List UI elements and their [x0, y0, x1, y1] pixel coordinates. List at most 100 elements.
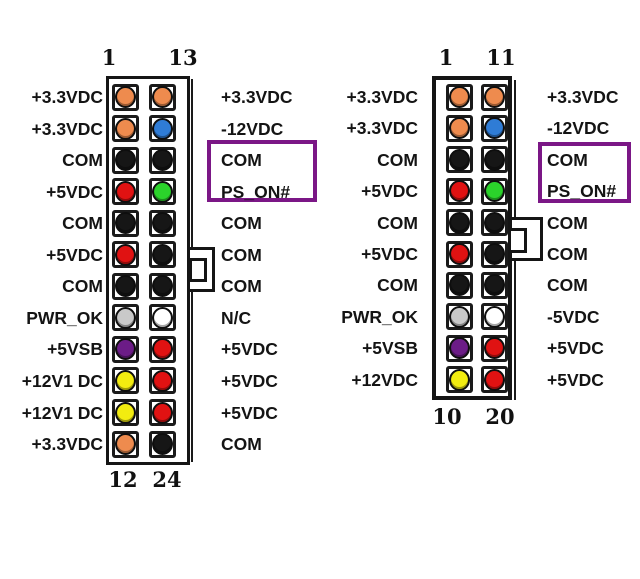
24pin-pin-row1-col1 — [112, 83, 139, 111]
24pin-pin-row11-col1 — [112, 399, 139, 426]
pin-contact-gray — [115, 306, 136, 329]
pin-contact-red — [484, 337, 505, 360]
pin-contact-red — [152, 369, 173, 392]
pin-contact-black — [484, 274, 505, 297]
24pin-row4-right-label: PS_ON# — [221, 181, 291, 202]
20pin-pin-row3-col2 — [481, 146, 508, 174]
pin-contact-black — [484, 211, 505, 234]
pin-number-20pin-bottom-10: 10 — [432, 404, 462, 429]
24pin-pin-row12-col2 — [149, 430, 176, 458]
pin-contact-white — [152, 306, 173, 329]
24pin-pin-row7-col1 — [112, 272, 139, 300]
24pin-pin-row9-col2 — [149, 335, 176, 363]
latch-clip-24pin — [189, 258, 207, 282]
24pin-row11-right-label: +5VDC — [221, 402, 278, 423]
24pin-pin-row8-col1 — [112, 304, 139, 332]
pin-number-24pin-bottom-12: 12 — [108, 467, 138, 492]
20pin-pin-row7-col2 — [481, 271, 508, 299]
pin-contact-black — [115, 275, 136, 298]
24pin-pin-row6-col1 — [112, 241, 139, 269]
24pin-row6-right-label: COM — [221, 244, 262, 265]
24pin-pin-row10-col1 — [112, 367, 139, 395]
20pin-pin-row6-col2 — [481, 240, 508, 268]
pin-contact-red — [115, 243, 136, 266]
24pin-pin-row6-col2 — [149, 241, 176, 269]
20pin-row6-left-label: +5VDC — [361, 244, 418, 264]
24pin-pin-row1-col2 — [149, 83, 176, 111]
pin-contact-red — [152, 401, 173, 424]
pin-contact-blue — [484, 117, 505, 140]
pin-contact-purple — [115, 338, 136, 361]
24pin-row8-right-label: N/C — [221, 307, 252, 328]
24pin-pin-row8-col2 — [149, 304, 176, 332]
20pin-row5-right-label: COM — [547, 212, 588, 233]
20pin-row2-right-label: -12VDC — [547, 118, 610, 139]
pin-contact-yellow — [449, 368, 470, 391]
20pin-row10-right-label: +5VDC — [547, 369, 604, 390]
pin-contact-red — [449, 180, 470, 203]
24pin-row12-left-label: +3.3VDC — [31, 434, 104, 455]
connector-24pin-shadow-line-top — [191, 79, 193, 247]
connector-20pin-shadow-line-top — [514, 80, 516, 217]
24pin-row7-left-label: COM — [62, 276, 103, 297]
24pin-pin-row12-col1 — [112, 430, 139, 458]
highlight-box-24pin-ps-on — [207, 140, 317, 202]
pin-contact-black — [152, 275, 173, 298]
24pin-row7-right-label: COM — [221, 276, 262, 297]
pin-contact-black — [152, 433, 173, 456]
20pin-pin-row7-col1 — [446, 271, 473, 299]
pin-contact-black — [152, 149, 173, 172]
20pin-pin-row8-col2 — [481, 303, 508, 331]
24pin-row9-left-label: +5VSB — [47, 339, 103, 360]
pin-number-24pin-top-1: 1 — [101, 45, 117, 70]
pin-contact-black — [449, 148, 470, 171]
24pin-row9-right-label: +5VDC — [221, 339, 278, 360]
pin-contact-purple — [449, 337, 470, 360]
24pin-row3-right-label: COM — [221, 150, 262, 171]
20pin-pin-row2-col2 — [481, 114, 508, 142]
pin-number-20pin-top-11: 11 — [486, 45, 516, 70]
pin-contact-black — [115, 149, 136, 172]
pin-number-24pin-bottom-24: 24 — [152, 467, 182, 492]
24pin-row12-right-label: COM — [221, 434, 262, 455]
pin-contact-white — [484, 305, 505, 328]
20pin-row4-right-label: PS_ON# — [547, 181, 617, 202]
pin-contact-orange — [115, 86, 136, 108]
20pin-pin-row4-col2 — [481, 177, 508, 205]
pin-contact-orange — [115, 433, 136, 456]
pin-contact-orange — [449, 86, 470, 108]
pin-contact-orange — [115, 117, 136, 140]
pin-contact-red — [449, 243, 470, 265]
24pin-row5-right-label: COM — [221, 213, 262, 234]
20pin-row1-right-label: +3.3VDC — [547, 87, 619, 107]
20pin-pin-row1-col1 — [446, 83, 473, 111]
24pin-row5-left-label: COM — [62, 213, 103, 234]
pin-contact-black — [115, 212, 136, 235]
20pin-pin-row9-col2 — [481, 334, 508, 362]
20pin-pin-row4-col1 — [446, 177, 473, 205]
pin-number-24pin-top-13: 13 — [168, 45, 198, 70]
24pin-row1-right-label: +3.3VDC — [221, 87, 293, 107]
20pin-row3-right-label: COM — [547, 149, 588, 170]
24pin-pin-row4-col1 — [112, 178, 139, 206]
20pin-pin-row3-col1 — [446, 146, 473, 174]
20pin-row1-left-label: +3.3VDC — [346, 87, 419, 107]
24pin-row10-right-label: +5VDC — [221, 370, 278, 391]
24pin-pin-row2-col2 — [149, 115, 176, 143]
20pin-row9-right-label: +5VDC — [547, 338, 604, 359]
pin-contact-yellow — [115, 369, 136, 392]
connector-24pin-shadow-line-bottom — [191, 292, 193, 462]
24pin-pin-row7-col2 — [149, 272, 176, 300]
20pin-pin-row9-col1 — [446, 334, 473, 362]
24pin-row8-left-label: PWR_OK — [26, 307, 103, 328]
pin-contact-orange — [449, 117, 470, 140]
24pin-row10-left-label: +12V1 DC — [21, 370, 103, 391]
pin-contact-red — [115, 180, 136, 203]
20pin-pin-row10-col2 — [481, 366, 508, 394]
pin-contact-orange — [484, 86, 505, 108]
24pin-pin-row5-col2 — [149, 209, 176, 237]
20pin-row8-right-label: -5VDC — [547, 306, 600, 327]
pin-contact-orange — [152, 86, 173, 108]
24pin-pin-row2-col1 — [112, 115, 139, 143]
pin-contact-black — [152, 212, 173, 235]
